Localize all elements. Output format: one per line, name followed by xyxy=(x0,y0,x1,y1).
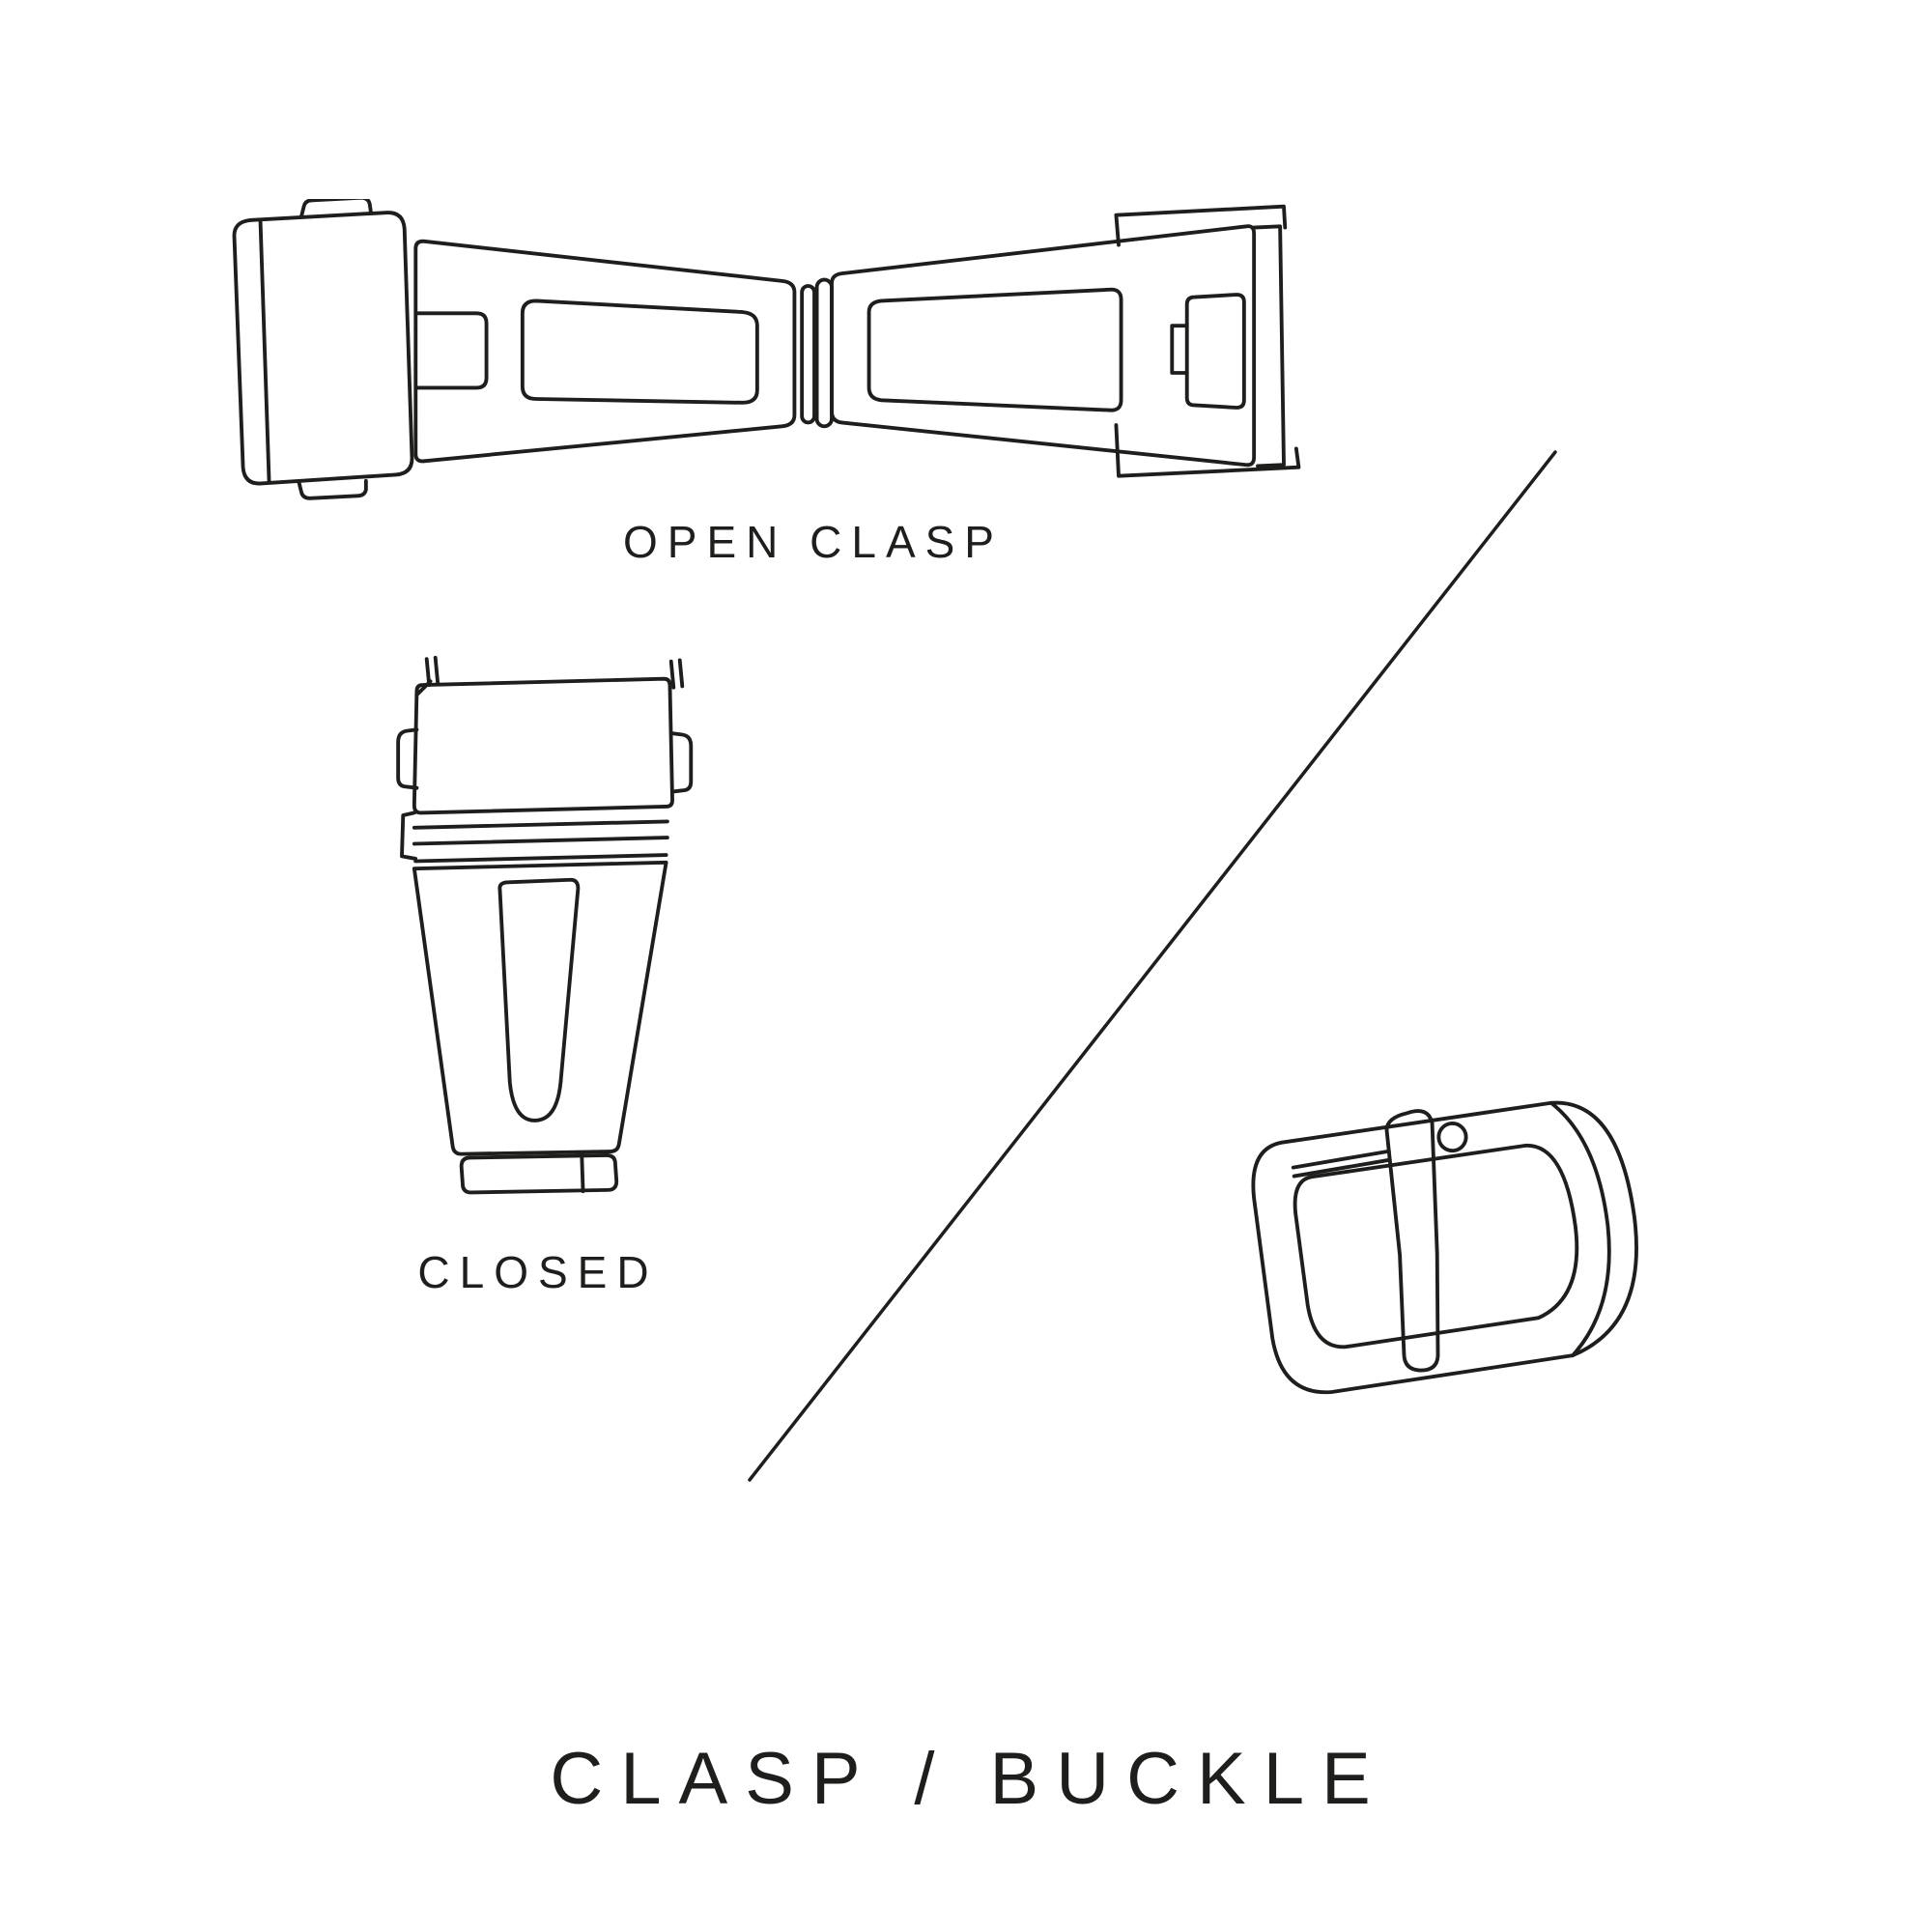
buckle-tongue-ring xyxy=(1436,1121,1468,1153)
buckle-tongue xyxy=(1384,1109,1440,1373)
buckle-group xyxy=(1251,1100,1638,1395)
open-clasp-hinge xyxy=(800,277,834,429)
closed-clasp-illustration xyxy=(396,655,694,1195)
closed-clasp-label: CLOSED xyxy=(417,1247,659,1297)
buckle-depth-line xyxy=(1548,1100,1611,1358)
closed-clasp-body xyxy=(412,860,668,1156)
closed-clasp-band-strips xyxy=(400,810,669,864)
open-clasp-left-blade xyxy=(413,239,797,464)
closed-clasp-foot xyxy=(459,1152,619,1195)
closed-clasp-cover xyxy=(396,676,694,815)
open-clasp-illustration xyxy=(232,199,1301,500)
open-clasp-right-blade xyxy=(830,204,1301,478)
buckle-illustration xyxy=(1251,1100,1638,1395)
buckle-axle xyxy=(1291,1149,1392,1179)
buckle-frame-outer xyxy=(1251,1100,1638,1395)
open-clasp-end-link xyxy=(232,199,414,500)
page-title: CLASP / BUCKLE xyxy=(550,1738,1388,1820)
buckle-frame-inner xyxy=(1293,1143,1579,1350)
open-clasp-label: OPEN CLASP xyxy=(623,517,1004,567)
